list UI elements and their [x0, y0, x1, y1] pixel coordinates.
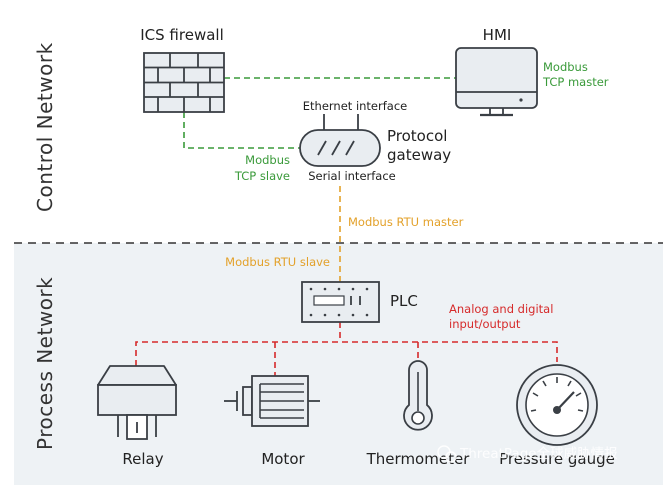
firewall-label: ICS firewall	[140, 26, 224, 44]
hmi-protocol-line1: Modbus	[543, 60, 588, 74]
hmi-protocol-line2: TCP master	[542, 75, 609, 89]
pressure-gauge-icon	[516, 364, 598, 446]
motor-icon	[224, 375, 320, 427]
process-network-label: Process Network	[33, 277, 57, 450]
gateway-icon	[299, 114, 381, 167]
hmi-icon	[455, 47, 538, 117]
thermometer-label: Thermometer	[366, 450, 471, 468]
firewall-gateway-link	[183, 112, 300, 149]
serial-interface-label: Serial interface	[308, 169, 396, 183]
relay-icon	[97, 365, 177, 440]
io-label-line2: input/output	[449, 317, 521, 331]
rtu-master-label: Modbus RTU master	[348, 215, 464, 229]
io-label-line1: Analog and digital	[449, 302, 553, 316]
gateway-label-line1: Protocol	[387, 127, 447, 145]
ethernet-interface-label: Ethernet interface	[303, 99, 407, 113]
firewall-icon	[143, 52, 225, 113]
watermark-text: ThreatPage全球威胁情报	[459, 445, 618, 462]
plc-icon	[301, 281, 380, 323]
pressure-gauge-label: Pressure gauge	[499, 450, 615, 468]
control-network-label: Control Network	[33, 42, 57, 212]
gateway-label-line2: gateway	[387, 146, 451, 164]
motor-label: Motor	[261, 450, 305, 468]
thermometer-icon	[403, 360, 433, 431]
plc-label: PLC	[390, 292, 418, 310]
gateway-protocol-line1: Modbus	[245, 153, 290, 167]
gateway-protocol-line2: TCP slave	[234, 169, 290, 183]
plc-io-bus	[135, 322, 558, 376]
relay-label: Relay	[122, 450, 163, 468]
rtu-slave-label: Modbus RTU slave	[225, 255, 330, 269]
hmi-label: HMI	[483, 26, 512, 44]
watermark: ThreatPage全球威胁情报	[437, 445, 618, 463]
